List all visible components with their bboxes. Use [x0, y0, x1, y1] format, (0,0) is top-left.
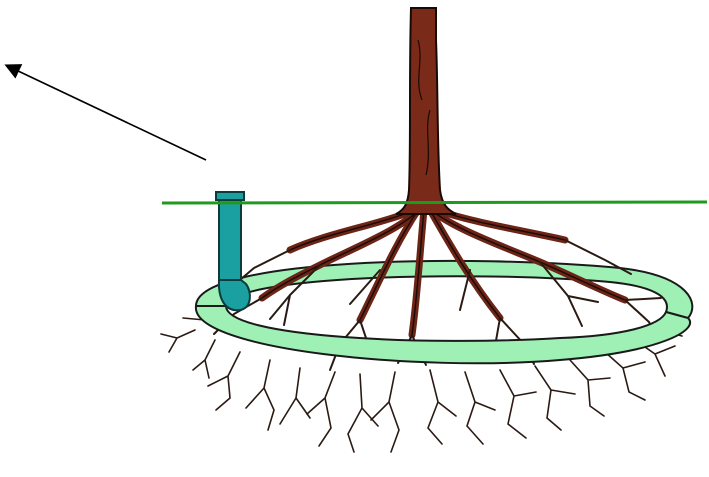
ground-line	[162, 202, 707, 203]
tree-trunk	[396, 8, 456, 214]
arrow-up-left-icon	[16, 70, 206, 160]
riser-pipe	[216, 192, 250, 310]
irrigation-ring	[196, 306, 690, 363]
